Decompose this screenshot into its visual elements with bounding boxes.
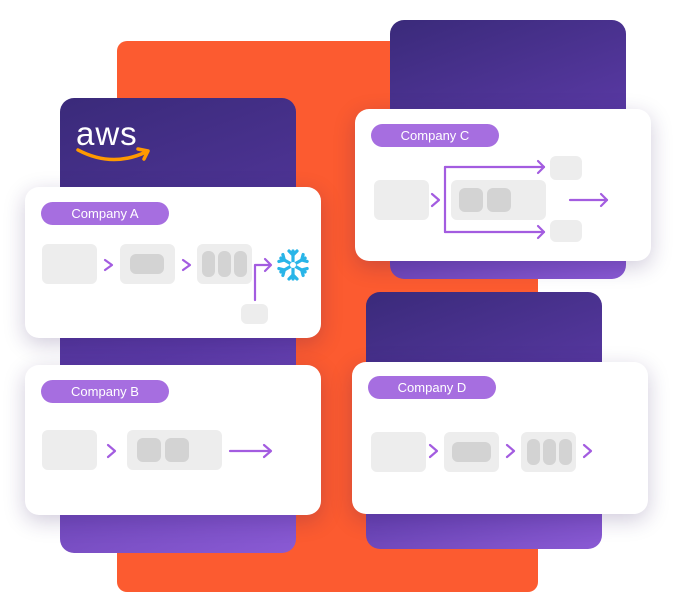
arrow-icon: [253, 263, 272, 302]
pipeline-step: [127, 430, 222, 470]
company-b-card: Company B: [25, 365, 321, 515]
arrow-icon: [505, 443, 516, 459]
arrow-icon: [599, 192, 609, 208]
pipeline-step: [521, 432, 576, 472]
pipeline-step: [42, 430, 97, 470]
aws-logo: aws: [76, 115, 156, 170]
arrow-icon: [263, 257, 273, 273]
pipeline-step: [197, 244, 252, 284]
pipeline-step: [550, 220, 582, 242]
pipeline-step: [444, 432, 499, 472]
arrow-icon: [103, 258, 114, 272]
pipeline-step: [120, 244, 175, 284]
company-c-card: Company C: [355, 109, 651, 261]
arrow-icon: [430, 192, 441, 208]
arrow-icon: [106, 443, 117, 459]
arrow-icon: [536, 224, 546, 240]
company-a-card: Company A: [25, 187, 321, 338]
arrow-icon: [582, 443, 593, 459]
pipeline-step: [374, 180, 429, 220]
company-d-card: Company D: [352, 362, 648, 514]
aws-logo-text: aws: [76, 115, 138, 152]
aws-smile-icon: [76, 147, 150, 162]
arrow-icon: [181, 258, 192, 272]
company-d-label: Company D: [368, 376, 496, 399]
arrow-icon: [536, 159, 546, 175]
arrow-icon: [262, 443, 273, 459]
pipeline-step: [451, 180, 546, 220]
pipeline-step: [371, 432, 426, 472]
pipeline-step: [42, 244, 97, 284]
arrow-icon: [428, 443, 439, 459]
pipeline-step: [241, 304, 268, 324]
company-a-label: Company A: [41, 202, 169, 225]
company-b-label: Company B: [41, 380, 169, 403]
company-c-label: Company C: [371, 124, 499, 147]
snowflake-icon: [277, 249, 309, 281]
pipeline-step: [550, 156, 582, 180]
